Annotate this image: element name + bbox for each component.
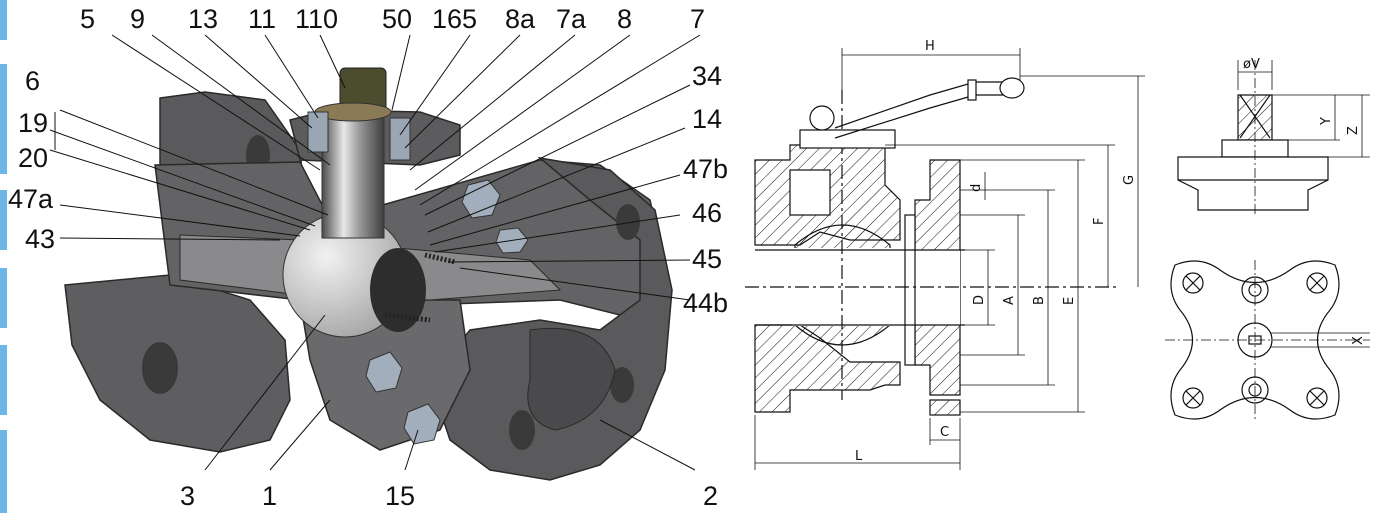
dim-E: E <box>1062 297 1077 305</box>
handle-grip <box>999 77 1025 99</box>
bolt-hole <box>1306 272 1328 294</box>
handle-pivot <box>809 105 835 131</box>
bolt-hole <box>142 342 178 394</box>
callout-label: 47b <box>683 154 728 184</box>
callout-label: 8a <box>505 4 536 34</box>
callout-label: 165 <box>432 4 477 34</box>
spring <box>384 312 431 323</box>
dim-V: øV <box>1243 57 1260 72</box>
callout-label: 110 <box>295 4 338 34</box>
dimension-lines <box>1237 60 1370 158</box>
bolt-hole <box>610 367 634 403</box>
left-edge-accent <box>0 345 7 415</box>
dimension-lines <box>754 48 1145 470</box>
spring <box>424 252 456 265</box>
callout-label: 47a <box>8 184 54 214</box>
dim-A: A <box>1002 296 1017 305</box>
callout-label: 20 <box>18 143 48 173</box>
cutaway-3d-view <box>64 67 673 481</box>
bolt-hole <box>509 410 535 450</box>
dim-G: G <box>1122 175 1137 185</box>
dimension-labels: H G F E B A D d C L <box>855 39 1137 464</box>
dim-F: F <box>1092 218 1107 225</box>
callout-label: 34 <box>692 61 722 91</box>
bolt-hole <box>1306 387 1328 409</box>
gland-bolt <box>307 111 329 153</box>
dim-L: L <box>855 449 863 464</box>
callouts: 5 9 13 11 110 50 165 8a 7a 8 7 6 19 20 4… <box>8 4 728 511</box>
callout-label: 5 <box>80 4 95 34</box>
callout-label: 7 <box>690 4 705 34</box>
bolt-hole <box>1182 387 1204 409</box>
flange-section <box>929 399 961 416</box>
callout-label: 7a <box>556 4 587 34</box>
callout-label: 46 <box>692 198 722 228</box>
dim-X: X <box>1351 336 1366 345</box>
right-flange <box>429 156 673 481</box>
bore-ring <box>527 327 616 431</box>
left-edge-accent <box>0 268 7 328</box>
callout-label: 8 <box>617 4 632 34</box>
callout-label: 45 <box>692 244 722 274</box>
callout-label: 1 <box>262 481 277 511</box>
handle-lever <box>834 94 1005 139</box>
body-side <box>1177 156 1329 211</box>
flange-outline <box>1170 260 1340 420</box>
body-slot <box>789 169 831 216</box>
top-view <box>1165 260 1370 420</box>
callout-label: 9 <box>130 4 145 34</box>
dim-d: d <box>969 184 984 192</box>
dim-D: D <box>972 295 987 305</box>
stem <box>321 107 385 239</box>
callout-label: 6 <box>25 66 40 96</box>
bolt-hole <box>1182 272 1204 294</box>
callout-label: 50 <box>382 4 412 34</box>
dim-Y: Y <box>1319 117 1334 126</box>
body-bolt <box>365 351 403 393</box>
body-bolt <box>461 179 501 219</box>
callout-label: 2 <box>703 481 718 511</box>
callout-label: 19 <box>18 108 48 138</box>
callout-label: 44b <box>683 288 728 318</box>
left-edge-accent <box>0 0 7 40</box>
callout-label: 15 <box>385 481 415 511</box>
handle-base <box>799 129 896 149</box>
callout-label: 13 <box>188 4 218 34</box>
callout-label: 11 <box>248 4 276 34</box>
side-view-labels: øV Y Z <box>1243 57 1361 135</box>
left-edge-accent <box>0 430 7 513</box>
section-drawing <box>745 48 1145 470</box>
ball-port <box>370 248 426 332</box>
dim-H: H <box>925 39 935 54</box>
body-bolt <box>403 403 441 445</box>
bolt-hole <box>616 204 640 240</box>
dim-B: B <box>1032 296 1047 305</box>
callout-label: 3 <box>180 481 195 511</box>
left-edge-accent <box>0 64 7 174</box>
dim-Z: Z <box>1346 126 1361 135</box>
handle-grip <box>967 79 977 101</box>
callout-label: 43 <box>25 224 55 254</box>
side-view <box>1177 60 1370 215</box>
left-edge-accent <box>0 190 7 250</box>
handle-lever <box>834 81 1005 129</box>
dim-C: C <box>940 425 949 440</box>
callout-label: 14 <box>692 104 722 134</box>
leader-lines <box>49 34 701 471</box>
gasket <box>904 214 916 366</box>
